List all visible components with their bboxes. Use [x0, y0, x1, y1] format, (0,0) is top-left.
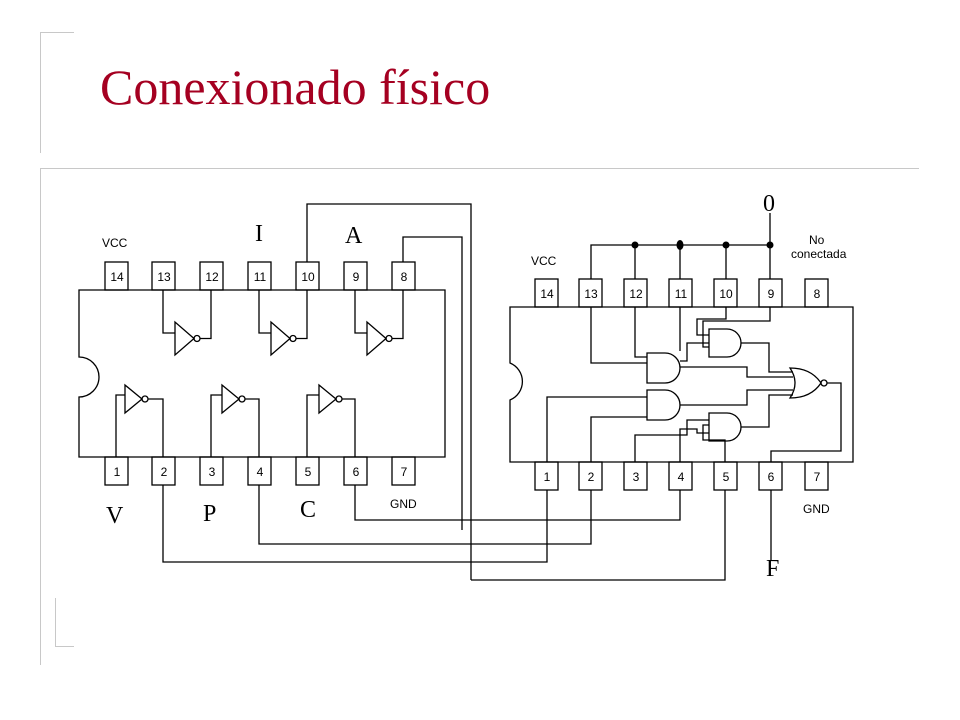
pin-label: 14 — [540, 287, 554, 301]
pin-label: 3 — [209, 465, 216, 479]
right-chip-internal-gates — [546, 307, 842, 462]
pin-label: 11 — [675, 287, 688, 301]
wiring-diagram-svg: 14 13 12 11 10 9 8 1 2 3 4 5 6 7 14 13 1… — [78, 191, 854, 582]
pin-label: 12 — [629, 287, 643, 301]
pin-label: 11 — [254, 270, 267, 284]
pin-label: 7 — [814, 470, 821, 484]
pin-label: 7 — [401, 465, 408, 479]
note-line-2: conectada — [791, 247, 847, 261]
frame-bottom-bracket — [55, 598, 74, 647]
pin-label: 10 — [301, 270, 315, 284]
left-upper-inverters — [162, 290, 404, 357]
pin-label: 5 — [305, 465, 312, 479]
signal-a-label: A — [345, 223, 363, 249]
left-chip-body — [78, 289, 446, 458]
frame-title-bracket — [40, 32, 74, 153]
signal-f-label: F — [766, 556, 779, 582]
pin-label: 6 — [768, 470, 775, 484]
pin-label: 4 — [257, 465, 264, 479]
right-chip-pin-numbers: 14 13 12 11 10 9 8 1 2 3 4 5 6 7 — [540, 287, 820, 484]
pin-label: 1 — [544, 470, 551, 484]
left-lower-inverters — [115, 383, 356, 457]
pin-label: 8 — [401, 270, 408, 284]
pin-label: 2 — [588, 470, 595, 484]
pin-label: 2 — [161, 465, 168, 479]
slide-title: Conexionado físico — [100, 59, 491, 115]
pin-label: 9 — [768, 287, 775, 301]
signal-zero-label: 0 — [763, 191, 775, 217]
pin-label: 8 — [814, 287, 821, 301]
left-vcc-label: VCC — [102, 236, 128, 250]
pin-label: 3 — [633, 470, 640, 484]
pin-label: 13 — [157, 270, 171, 284]
signal-c-label: C — [300, 497, 316, 523]
signal-v-label: V — [106, 503, 124, 529]
frame-content-border — [40, 168, 919, 665]
pin-label: 14 — [110, 270, 124, 284]
junction-dots — [631, 240, 774, 250]
right-gnd-label: GND — [803, 502, 830, 516]
pin-label: 12 — [205, 270, 219, 284]
left-chip-pin-numbers: 14 13 12 11 10 9 8 1 2 3 4 5 6 7 — [110, 270, 407, 479]
pin-label: 13 — [584, 287, 598, 301]
wiring-diagram: 14 13 12 11 10 9 8 1 2 3 4 5 6 7 14 13 1… — [57, 185, 884, 597]
signal-i-label: I — [255, 221, 263, 247]
right-chip-body — [509, 306, 854, 463]
pin-label: 4 — [678, 470, 685, 484]
left-gnd-label: GND — [390, 497, 417, 511]
pin-label: 9 — [353, 270, 360, 284]
signal-p-label: P — [203, 501, 216, 527]
right-vcc-label: VCC — [531, 254, 557, 268]
pin-label: 6 — [353, 465, 360, 479]
note-line-1: No — [809, 233, 825, 247]
pin-label: 1 — [114, 465, 121, 479]
pin-label: 10 — [719, 287, 733, 301]
pin-label: 5 — [723, 470, 730, 484]
external-wiring — [162, 203, 772, 581]
